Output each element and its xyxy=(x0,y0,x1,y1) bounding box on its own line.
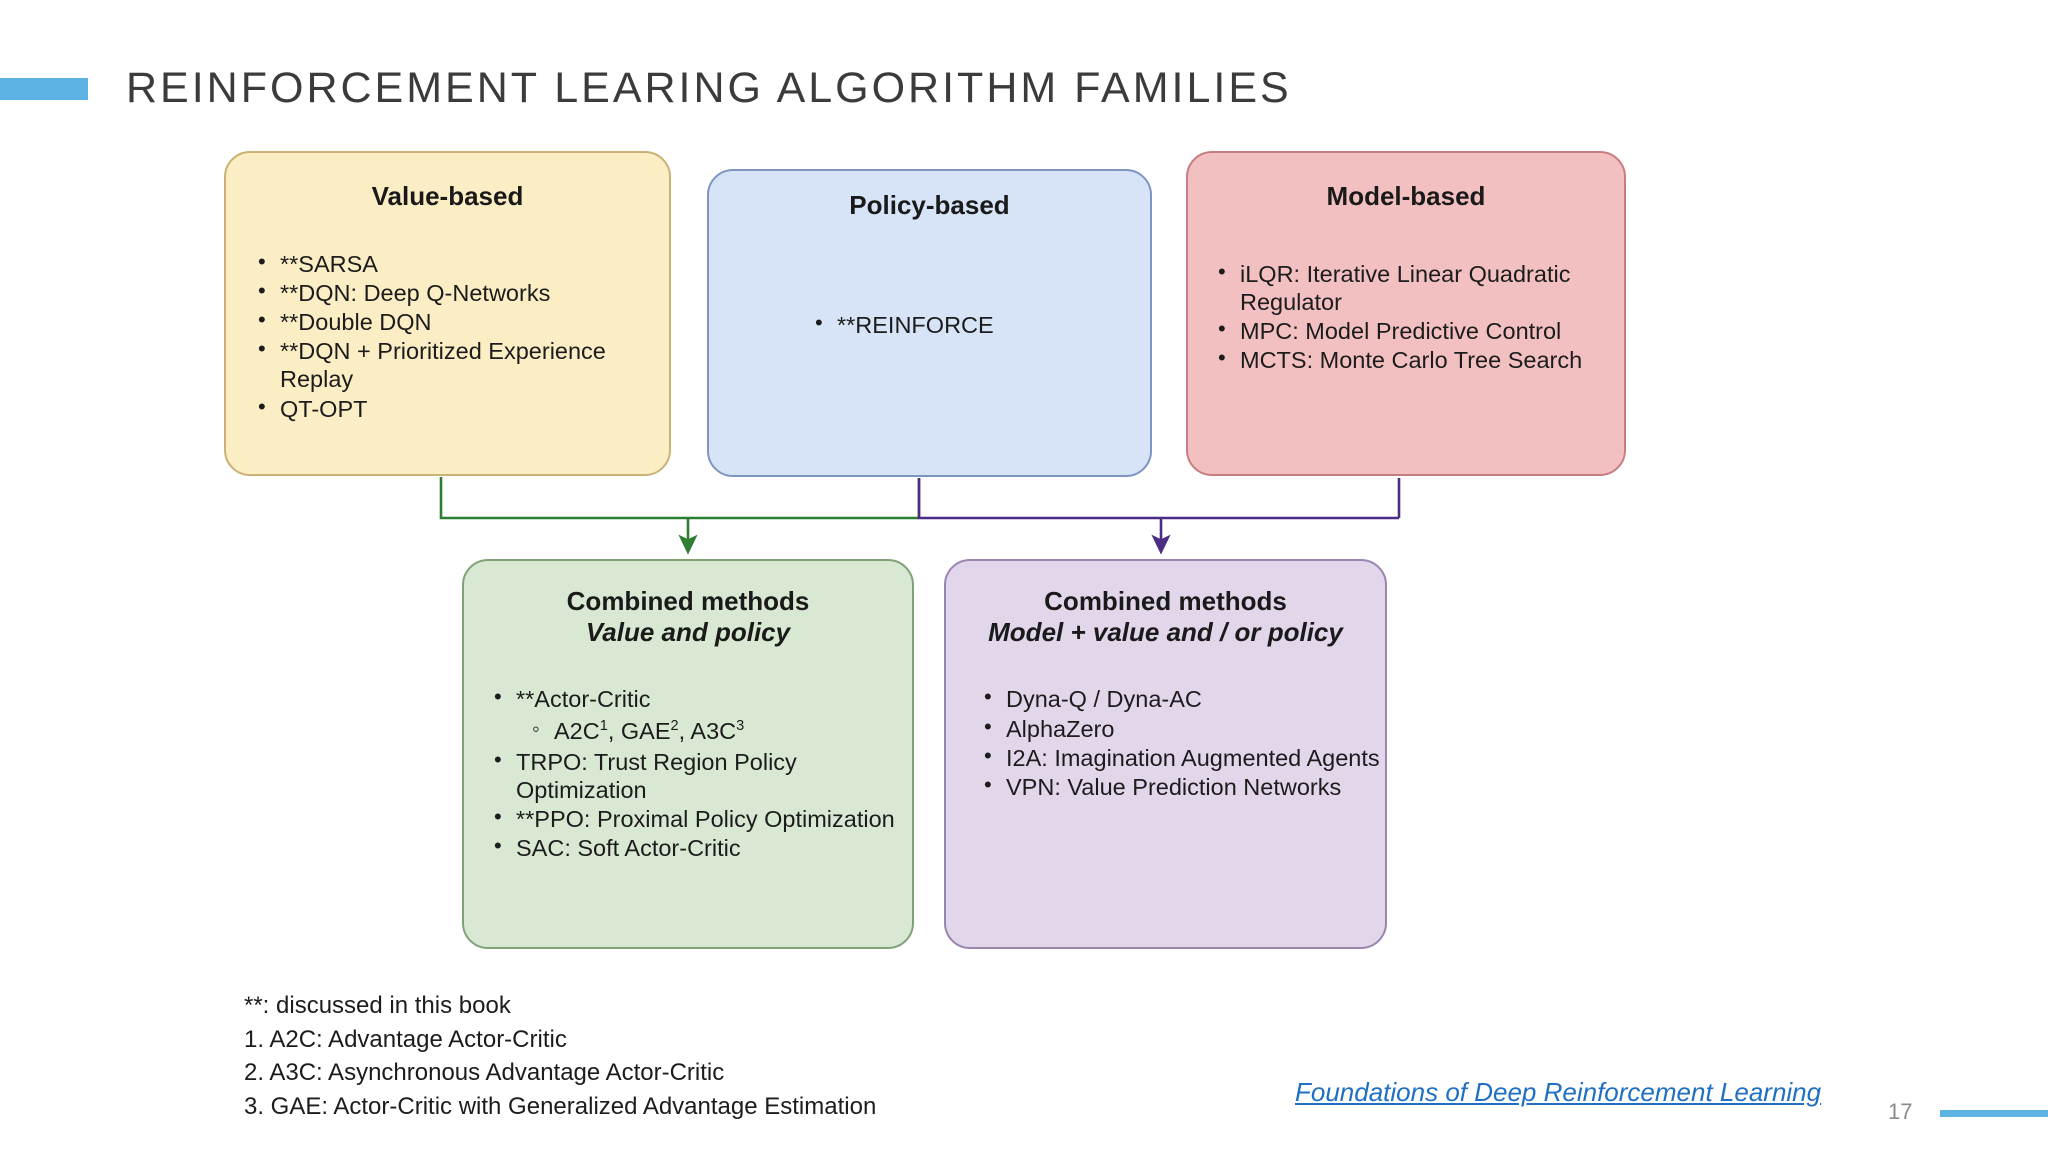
node-policy-based-list: **REINFORCE xyxy=(709,310,1150,339)
node-combined-model-value-policy[interactable]: Combined methods Model + value and / or … xyxy=(944,559,1387,949)
node-combined-value-policy-title: Combined methods Value and policy xyxy=(464,586,912,647)
list-item: QT-OPT xyxy=(256,394,669,423)
list-item: MCTS: Monte Carlo Tree Search xyxy=(1216,345,1624,374)
list-item: AlphaZero xyxy=(982,714,1385,743)
edge-to-combined-value-policy xyxy=(439,477,921,555)
list-item: I2A: Imagination Augmented Agents xyxy=(982,743,1385,772)
list-item: **REINFORCE xyxy=(813,310,1150,339)
list-item: MPC: Model Predictive Control xyxy=(1216,316,1624,345)
node-policy-based[interactable]: Policy-based **REINFORCE xyxy=(707,169,1152,477)
edge-to-combined-model-value-policy xyxy=(917,478,1401,555)
title-accent-bar xyxy=(0,78,88,100)
list-item: **PPO: Proximal Policy Optimization xyxy=(492,804,912,833)
node-title-subtitle: Value and policy xyxy=(585,616,791,647)
list-item: **DQN: Deep Q-Networks xyxy=(256,278,669,307)
node-combined-value-policy[interactable]: Combined methods Value and policy **Acto… xyxy=(462,559,914,949)
node-policy-based-title: Policy-based xyxy=(849,190,1010,220)
page-number: 17 xyxy=(1888,1099,1913,1124)
source-link[interactable]: Foundations of Deep Reinforcement Learni… xyxy=(1295,1077,1822,1107)
node-combined-model-value-policy-title: Combined methods Model + value and / or … xyxy=(946,586,1385,647)
list-item-sub: A2C1, GAE2, A3C3 xyxy=(492,716,912,745)
node-combined-value-policy-list: **Actor-Critic A2C1, GAE2, A3C3 TRPO: Tr… xyxy=(464,684,912,862)
list-item: VPN: Value Prediction Networks xyxy=(982,772,1385,801)
node-model-based-list: iLQR: Iterative Linear Quadratic Regulat… xyxy=(1188,259,1624,375)
footnote-line: 1. A2C: Advantage Actor-Critic xyxy=(244,1025,567,1053)
list-item: **DQN + Prioritized Experience Replay xyxy=(256,336,669,393)
list-item: iLQR: Iterative Linear Quadratic Regulat… xyxy=(1216,259,1624,316)
node-value-based-list: **SARSA **DQN: Deep Q-Networks **Double … xyxy=(226,249,669,423)
node-value-based-title: Value-based xyxy=(371,181,524,211)
footnotes: **: discussed in this book 1. A2C: Advan… xyxy=(244,989,876,1123)
list-item: **SARSA xyxy=(256,249,669,278)
list-item: SAC: Soft Actor-Critic xyxy=(492,833,912,862)
footnote-line: **: discussed in this book xyxy=(244,992,511,1019)
node-combined-model-value-policy-list: Dyna-Q / Dyna-AC AlphaZero I2A: Imaginat… xyxy=(946,684,1385,801)
node-value-based[interactable]: Value-based **SARSA **DQN: Deep Q-Networ… xyxy=(224,151,671,476)
footer-accent-bar xyxy=(1940,1110,2048,1117)
list-item: TRPO: Trust Region Policy Optimization xyxy=(492,747,912,804)
node-title-subtitle: Model + value and / or policy xyxy=(988,616,1343,647)
page-title: REINFORCEMENT LEARING ALGORITHM FAMILIES xyxy=(126,64,1292,112)
footnote-line: 2. A3C: Asynchronous Advantage Actor-Cri… xyxy=(244,1059,725,1087)
node-model-based-title: Model-based xyxy=(1326,181,1486,211)
node-model-based[interactable]: Model-based iLQR: Iterative Linear Quadr… xyxy=(1186,151,1626,476)
footnote-line: 3. GAE: Actor-Critic with Generalized Ad… xyxy=(244,1092,877,1120)
list-item: Dyna-Q / Dyna-AC xyxy=(982,684,1385,713)
list-item: **Double DQN xyxy=(256,307,669,336)
node-title-main: Combined methods xyxy=(1044,586,1287,616)
list-item: **Actor-Critic xyxy=(492,684,912,713)
node-title-main: Combined methods xyxy=(566,586,810,616)
